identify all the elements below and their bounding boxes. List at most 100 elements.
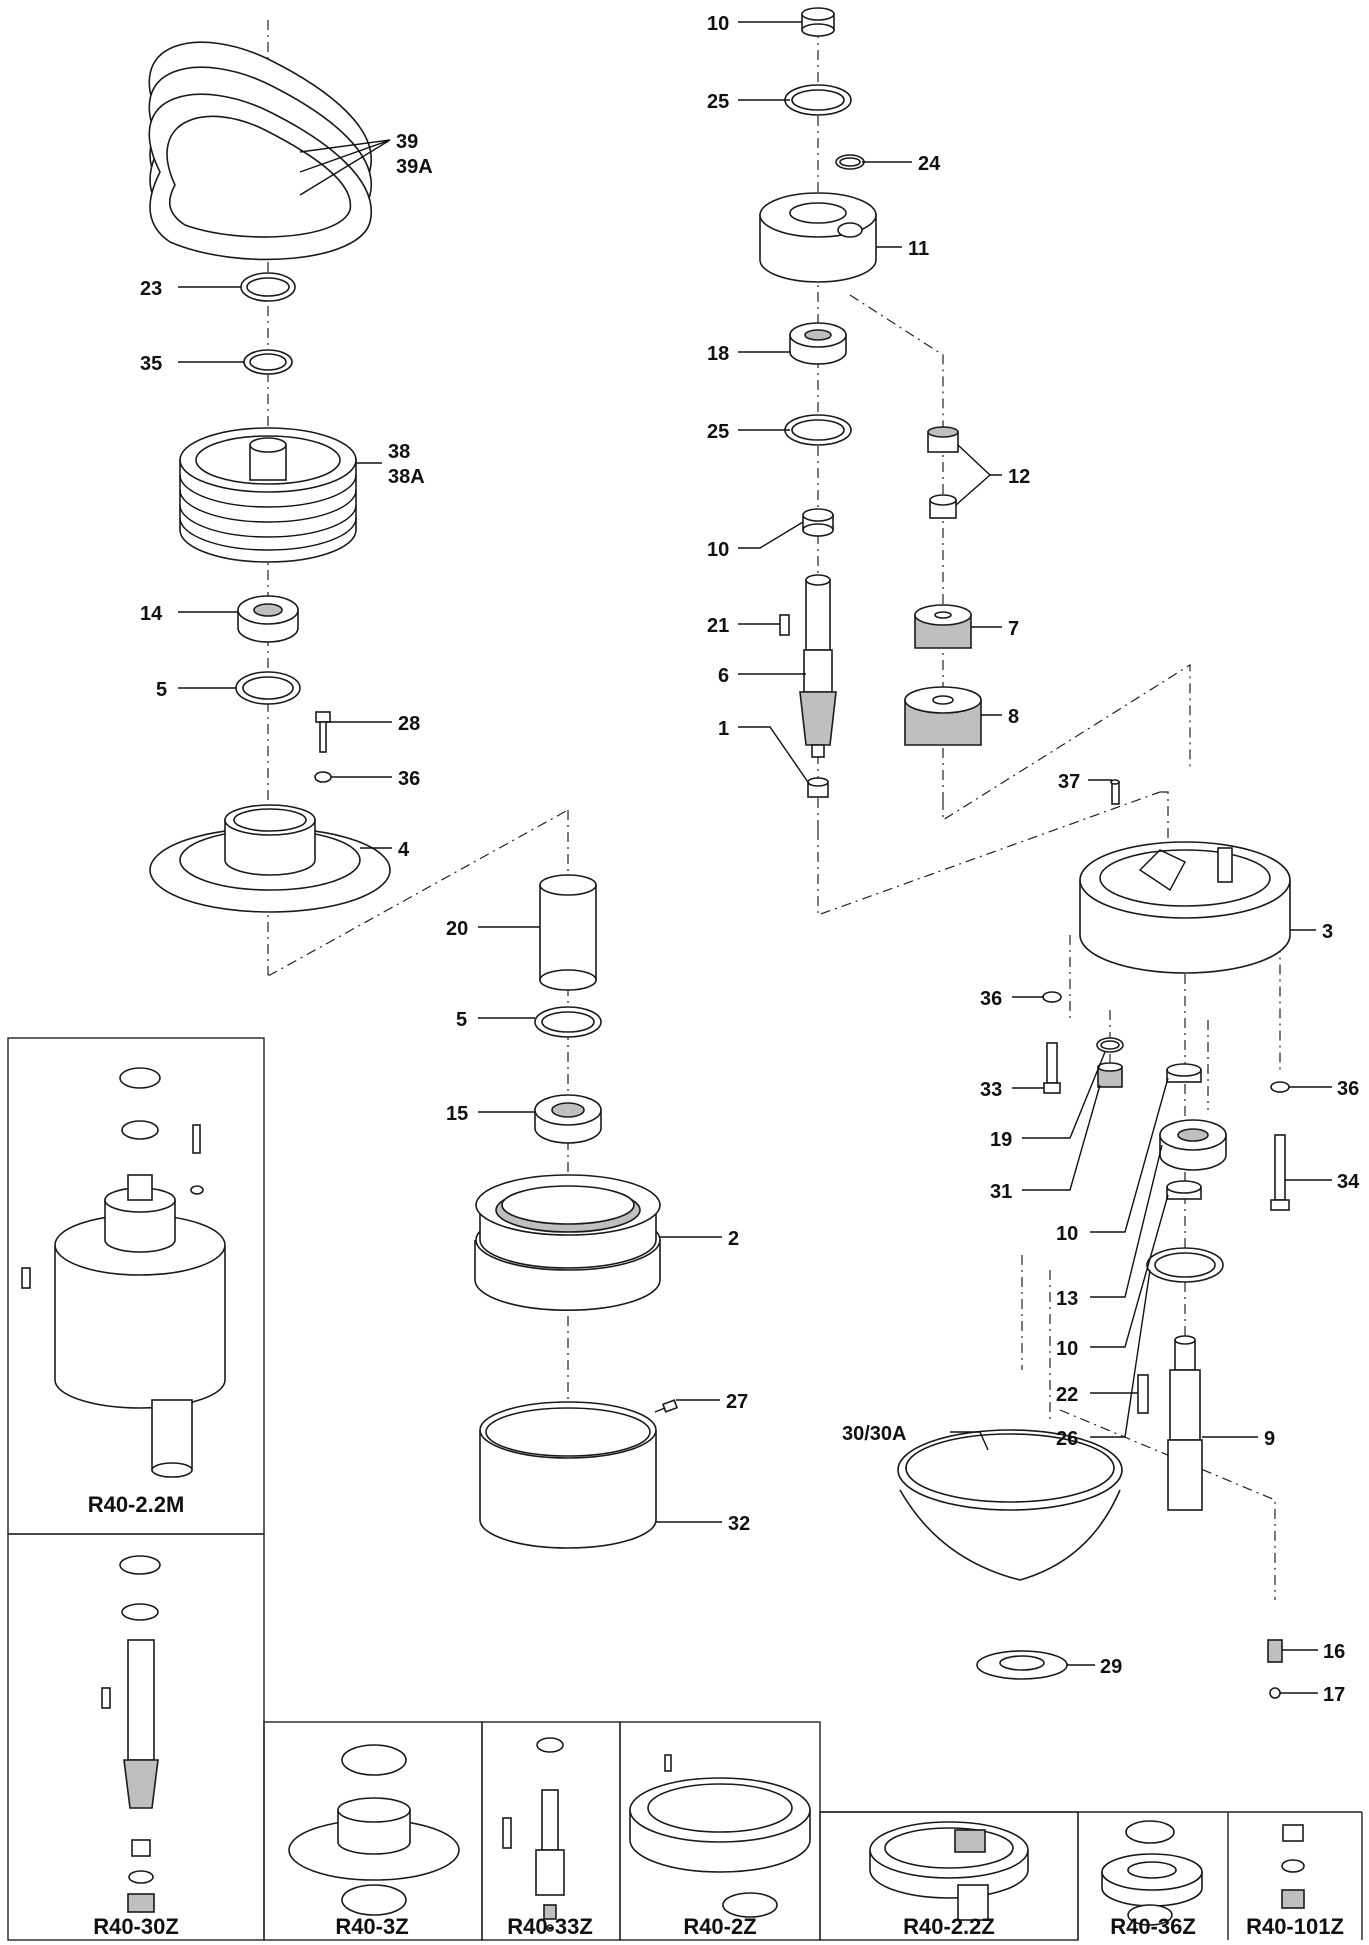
bushing-10-top — [801, 7, 835, 37]
leader-lines — [178, 21, 1332, 1694]
label-39a: 39A — [396, 156, 433, 178]
label-3: 3 — [1322, 921, 1333, 943]
label-25-top: 25 — [707, 91, 729, 113]
kit-label-r40-101z: R40-101Z — [1246, 1914, 1344, 1939]
label-22: 22 — [1056, 1384, 1078, 1406]
housing-cover-4 — [149, 804, 391, 913]
retaining-ring-26 — [1146, 1247, 1224, 1283]
label-31: 31 — [990, 1181, 1012, 1203]
kit-r40-30z-illustration — [101, 1555, 161, 1913]
label-33: 33 — [980, 1079, 1002, 1101]
kit-r40-2-2m-illustration — [21, 1067, 226, 1478]
bushing-10-mid — [802, 508, 834, 537]
nozzle-29 — [976, 1650, 1068, 1680]
kit-r40-36z-illustration — [1101, 1820, 1203, 1926]
label-23: 23 — [140, 278, 162, 300]
label-36-right-a: 36 — [980, 988, 1002, 1010]
label-4: 4 — [398, 839, 410, 861]
label-5-left: 5 — [156, 679, 167, 701]
label-18: 18 — [707, 343, 729, 365]
label-8: 8 — [1008, 706, 1019, 728]
kit-label-r40-36z: R40-36Z — [1110, 1914, 1196, 1939]
output-shaft-9 — [1167, 1335, 1203, 1511]
cover-band-32 — [479, 1401, 657, 1549]
label-10-mid: 10 — [707, 539, 729, 561]
label-17: 17 — [1323, 1684, 1345, 1706]
label-30: 30/30A — [842, 1423, 907, 1445]
bearing-15 — [534, 1094, 602, 1144]
v-belts-part — [148, 41, 373, 261]
bearing-13 — [1159, 1119, 1227, 1171]
kit-label-r40-2-2m: R40-2.2M — [88, 1492, 185, 1517]
label-6: 6 — [718, 665, 729, 687]
pin-37 — [1110, 779, 1120, 805]
bolt-33 — [1043, 1042, 1061, 1094]
kit-r40-3z-illustration — [288, 1744, 460, 1916]
kit-frames — [7, 1037, 1363, 1941]
retaining-ring-23 — [240, 272, 296, 302]
sleeve-20 — [539, 874, 597, 991]
screw-27 — [654, 1399, 679, 1413]
label-21: 21 — [707, 615, 729, 637]
gear-8 — [904, 686, 982, 746]
label-15: 15 — [446, 1103, 468, 1125]
label-9: 9 — [1264, 1428, 1275, 1450]
retaining-ring-25-top — [784, 84, 852, 116]
washer-36-right-a — [1042, 991, 1062, 1003]
bushing-12-lower — [929, 494, 957, 519]
label-25-mid: 25 — [707, 421, 729, 443]
label-12: 12 — [1008, 466, 1030, 488]
label-2: 2 — [728, 1228, 739, 1250]
gear-7 — [914, 604, 972, 649]
label-34: 34 — [1337, 1171, 1360, 1193]
label-19: 19 — [990, 1129, 1012, 1151]
label-39: 39 — [396, 131, 418, 153]
ball-17 — [1269, 1687, 1281, 1699]
ring-19 — [1096, 1037, 1124, 1053]
needle-bearing-12-upper — [927, 426, 959, 453]
set-screw-16 — [1267, 1639, 1283, 1663]
gear-housing-3 — [1079, 841, 1291, 974]
retaining-ring-5-left — [235, 671, 301, 705]
label-16: 16 — [1323, 1641, 1345, 1663]
label-29: 29 — [1100, 1656, 1122, 1678]
label-28: 28 — [398, 713, 420, 735]
kit-label-r40-33z: R40-33Z — [507, 1914, 593, 1939]
kit-label-r40-2-2z: R40-2.2Z — [903, 1914, 995, 1939]
label-38a: 38A — [388, 466, 425, 488]
label-38: 38 — [388, 441, 410, 463]
bushing-10-right-a — [1166, 1063, 1202, 1083]
kit-label-r40-30z: R40-30Z — [93, 1914, 179, 1939]
key-22 — [1137, 1374, 1149, 1414]
bearing-14 — [237, 595, 299, 643]
bolt-34 — [1270, 1134, 1290, 1211]
bolt-28 — [315, 711, 331, 753]
label-27: 27 — [726, 1391, 748, 1413]
retaining-ring-5-center — [534, 1006, 602, 1038]
label-7: 7 — [1008, 618, 1019, 640]
label-5-center: 5 — [456, 1009, 467, 1031]
kit-r40-2z-illustration — [629, 1754, 811, 1918]
retaining-ring-25-mid — [784, 414, 852, 446]
pulley-part — [179, 427, 357, 563]
part-labels: 10 25 24 11 18 25 12 10 21 7 6 8 1 37 3 … — [140, 13, 1360, 1706]
kit-r40-2-2z-illustration — [869, 1821, 1029, 1921]
kit-r40-33z-illustration — [502, 1737, 565, 1932]
label-10-right-b: 10 — [1056, 1338, 1078, 1360]
washer-35 — [243, 349, 293, 375]
kit-label-r40-3z: R40-3Z — [335, 1914, 408, 1939]
hopper-30 — [897, 1429, 1123, 1581]
label-10-top: 10 — [707, 13, 729, 35]
ring-24 — [835, 154, 865, 170]
label-13: 13 — [1056, 1288, 1078, 1310]
label-36-left: 36 — [398, 768, 420, 790]
label-14: 14 — [140, 603, 163, 625]
label-1: 1 — [718, 718, 729, 740]
needle-bearing-31 — [1097, 1062, 1123, 1088]
bearing-18 — [789, 322, 847, 365]
kit-r40-101z-illustration — [1281, 1824, 1305, 1909]
pinion-shaft-6 — [799, 574, 837, 758]
label-37: 37 — [1058, 771, 1080, 793]
washer-36-right-b — [1270, 1081, 1290, 1093]
